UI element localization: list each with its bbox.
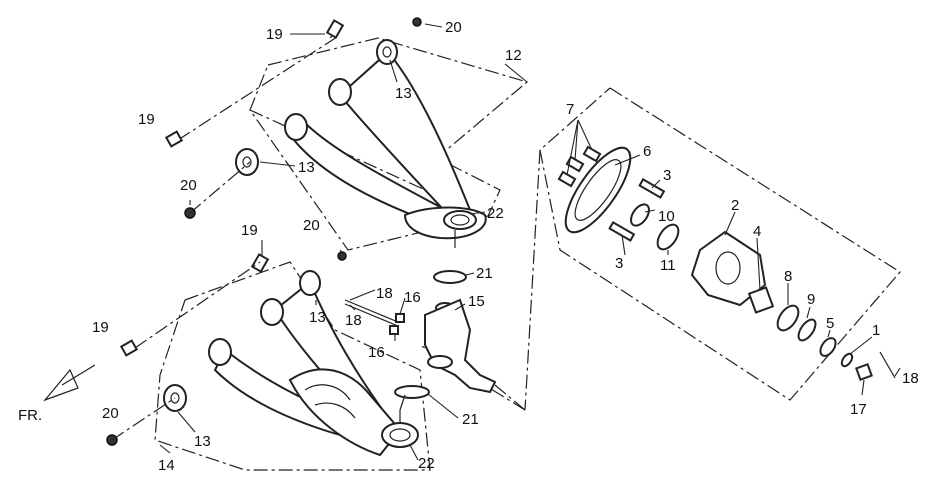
callout-1: 1 xyxy=(872,322,880,339)
callout-8: 8 xyxy=(784,268,792,285)
callout-7: 7 xyxy=(566,101,574,118)
leader-lines xyxy=(159,23,901,461)
callout-12: 12 xyxy=(505,47,522,64)
bolts-and-nuts xyxy=(106,17,422,446)
callout-2: 2 xyxy=(731,197,739,214)
callout-15: 15 xyxy=(468,293,485,310)
callout-13: 13 xyxy=(309,309,326,326)
upper-a-arm xyxy=(288,50,487,248)
callout-13: 13 xyxy=(194,433,211,450)
callout-22: 22 xyxy=(418,455,435,472)
callout-19: 19 xyxy=(266,26,283,43)
lower-a-arm xyxy=(213,280,419,457)
front-direction-arrow xyxy=(43,364,96,402)
callout-18: 18 xyxy=(345,312,362,329)
callout-22: 22 xyxy=(487,205,504,222)
callout-11: 11 xyxy=(660,257,676,274)
callout-3: 3 xyxy=(615,255,623,272)
callout-3: 3 xyxy=(663,167,671,184)
callout-21: 21 xyxy=(476,265,493,282)
callout-9: 9 xyxy=(807,291,815,308)
callout-5: 5 xyxy=(826,315,834,332)
callout-6: 6 xyxy=(643,143,651,160)
callout-17: 17 xyxy=(850,401,867,418)
callout-18: 18 xyxy=(902,370,919,387)
callout-labels: 19 20 12 13 19 13 20 22 19 20 16 18 21 1… xyxy=(92,19,919,474)
callout-16: 16 xyxy=(404,289,421,306)
callout-16: 16 xyxy=(368,344,385,361)
callout-20: 20 xyxy=(180,177,197,194)
callout-18: 18 xyxy=(376,285,393,302)
upper-arm-bushings xyxy=(235,39,398,176)
callout-19: 19 xyxy=(138,111,155,128)
callout-20: 20 xyxy=(102,405,119,422)
callout-13: 13 xyxy=(298,159,315,176)
callout-21: 21 xyxy=(462,411,479,428)
hub-brake-assembly xyxy=(557,145,896,381)
callout-14: 14 xyxy=(158,457,175,474)
callout-4: 4 xyxy=(753,223,761,240)
callout-10: 10 xyxy=(658,208,675,225)
callout-19: 19 xyxy=(241,222,258,239)
lower-arm-bushings xyxy=(163,270,321,412)
callout-13: 13 xyxy=(395,85,412,102)
callout-20: 20 xyxy=(303,217,320,234)
knuckle-assembly xyxy=(344,270,526,411)
callout-20: 20 xyxy=(445,19,462,36)
direction-label: FR. xyxy=(18,407,42,424)
callout-19: 19 xyxy=(92,319,109,336)
